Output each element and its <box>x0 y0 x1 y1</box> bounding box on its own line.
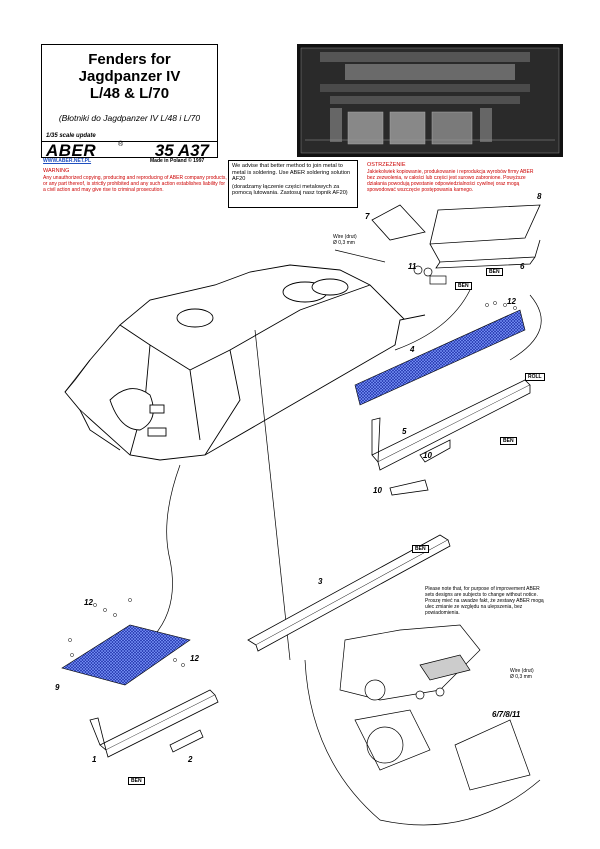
notice-pl-text: Jakiekolwiek kopiowanie, produkowanie i … <box>367 169 534 193</box>
website-link[interactable]: WWW.ABER.NET.PL <box>43 158 92 164</box>
roll-tag: ROLL <box>525 373 545 381</box>
product-code: 35 A37 <box>154 141 209 160</box>
detail-inset <box>339 624 531 791</box>
part-1-2-frame <box>89 689 219 758</box>
part-label-5: 5 <box>402 427 407 436</box>
wire-label-top-line1: Wire (drut) <box>333 234 357 240</box>
fret-photo <box>297 44 563 157</box>
bend-tag-4: BEN <box>412 545 429 553</box>
part-label-2: 2 <box>188 755 193 764</box>
bend-tag-3: BEN <box>500 437 517 445</box>
part-label-10-b: 10 <box>373 486 382 495</box>
advice-text-pl: (doradzamy łączenie części metalowych za… <box>232 183 348 197</box>
part-label-10-a: 10 <box>423 451 432 460</box>
part-label-12-bottom-b: 12 <box>190 654 199 663</box>
improvement-note: Please note that, for purpose of improve… <box>425 586 544 616</box>
part-label-9: 9 <box>55 683 60 692</box>
part-label-11: 11 <box>408 262 417 271</box>
part-label-1: 1 <box>92 755 97 764</box>
advice-box: We advise that better method to join met… <box>228 160 358 208</box>
wire-label-top-line2: Ø 0,3 mm <box>333 240 355 246</box>
wire-label-bottom-line2: Ø 0,3 mm <box>510 674 532 680</box>
made-in-label: Made in Poland © 1997 <box>150 158 205 164</box>
wire-part-11 <box>334 249 447 285</box>
warning-text: Any unauthorized copying, producing and … <box>43 175 227 193</box>
brand-logo: ABER <box>46 141 97 160</box>
bend-tag-5: BEN <box>128 777 145 785</box>
part-label-3: 3 <box>318 577 323 586</box>
title-line-1: Fenders for <box>88 51 171 68</box>
title-block: Fenders for Jagdpanzer IV L/48 & L/70 (B… <box>41 44 218 160</box>
part-label-7: 7 <box>365 212 370 221</box>
hull-drawing <box>64 264 426 461</box>
warning-title: WARNING <box>43 168 70 174</box>
part-9-mesh <box>61 624 191 686</box>
bend-tag-1: BEN <box>486 268 503 276</box>
wire-label-bottom: Wire (drut) Ø 0,3 mm <box>510 668 534 680</box>
part-8-6 <box>371 204 541 269</box>
part-label-12-bottom-a: 12 <box>84 598 93 607</box>
wire-label-top: Wire (drut) Ø 0,3 mm <box>333 234 357 246</box>
guide-lines <box>149 289 542 826</box>
wire-label-bottom-line1: Wire (drut) <box>510 668 534 674</box>
advice-text-en: We advise that better method to join met… <box>232 163 351 183</box>
part-label-6-7-8-11: 6/7/8/11 <box>492 710 521 719</box>
part-5-frame <box>371 379 531 496</box>
scale-note: 1/35 scale update <box>46 133 96 139</box>
title-subtitle: (Błotniki do Jagdpanzer IV L/48 i L/70 <box>58 113 201 123</box>
brand-registered-mark: ® <box>118 141 124 148</box>
title-main: Fenders for Jagdpanzer IV L/48 & L/70 <box>42 51 217 102</box>
brand-bar: ABER ® 35 A37 <box>42 141 217 160</box>
title-line-2: Jagdpanzer IV <box>78 68 181 85</box>
part-4-mesh <box>354 309 526 406</box>
part-3-strip <box>247 534 451 652</box>
rivets <box>68 301 517 667</box>
part-label-8: 8 <box>537 192 542 201</box>
part-label-4: 4 <box>410 345 415 354</box>
part-label-6: 6 <box>520 262 525 271</box>
title-line-3: L/48 & L/70 <box>89 85 170 102</box>
bend-tag-2: BEN <box>455 282 472 290</box>
notice-pl-title: OSTRZEŻENIE <box>367 162 406 168</box>
part-label-12-top: 12 <box>507 297 516 306</box>
